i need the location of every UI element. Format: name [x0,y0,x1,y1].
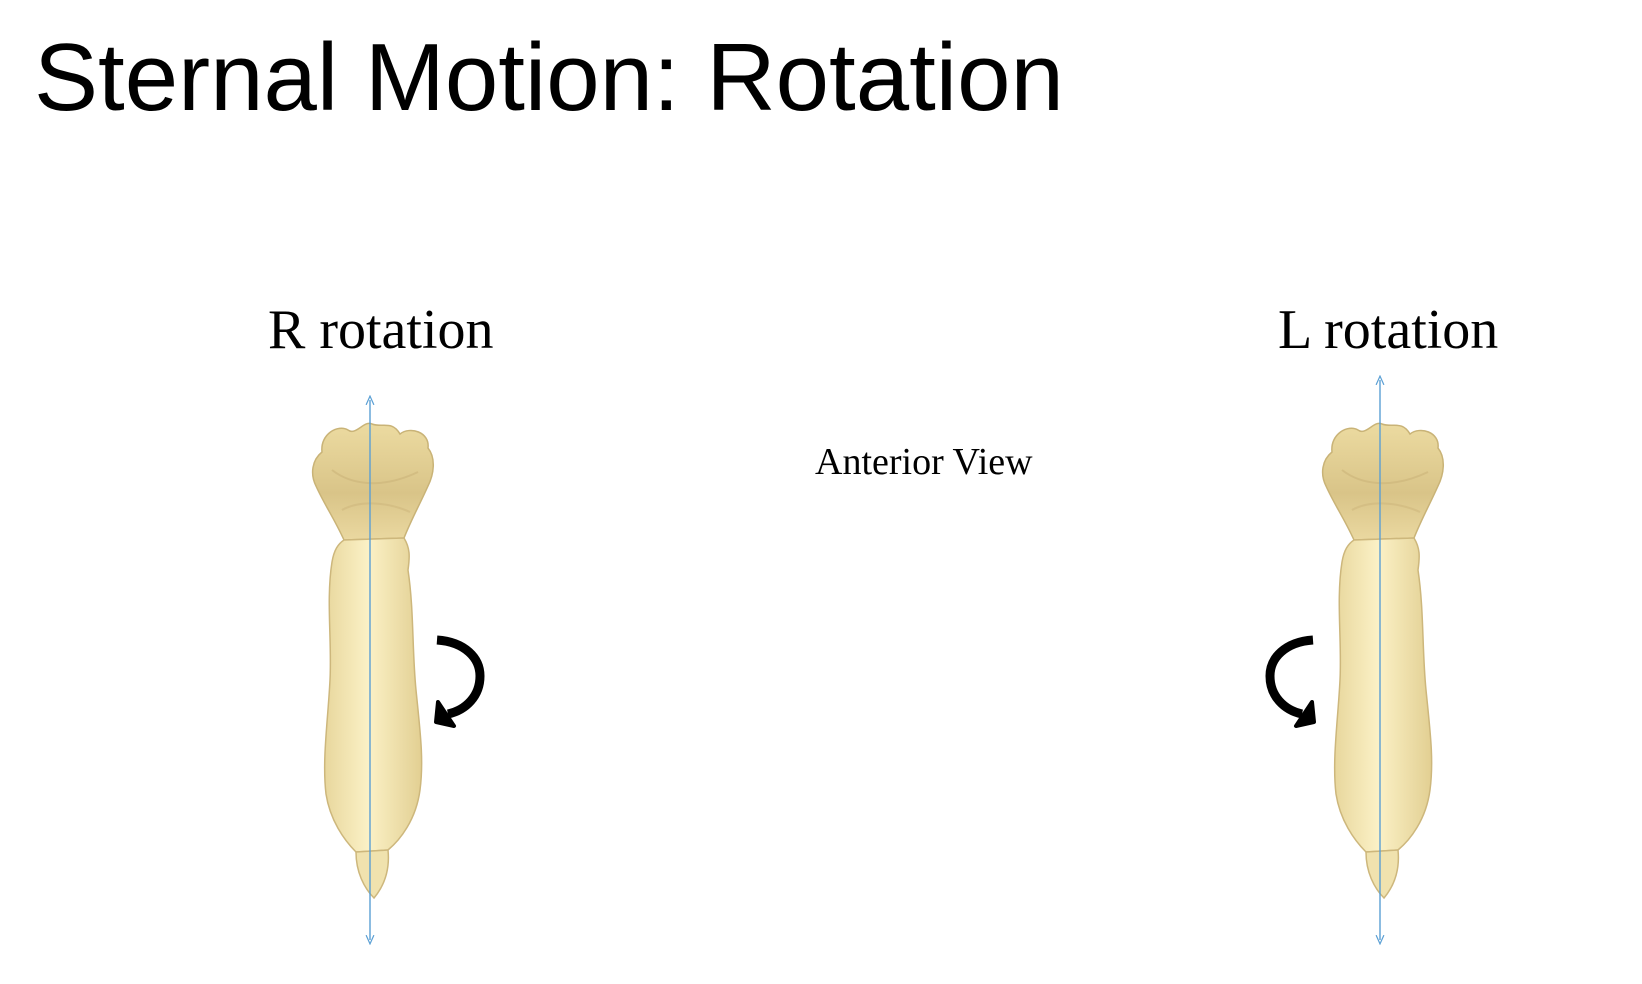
slide-title: Sternal Motion: Rotation [34,24,1064,131]
curved-rotation-arrow-icon [434,635,485,728]
r-rotation-svg [311,400,485,960]
curved-rotation-arrow-icon [1265,635,1316,728]
r-rotation-figure [260,400,520,960]
l-rotation-figure [1265,400,1530,960]
anterior-view-label: Anterior View [815,441,1033,483]
sternum-bone-icon [1321,422,1444,900]
l-rotation-label: L rotation [1278,299,1499,361]
r-rotation-label: R rotation [268,299,494,361]
sternum-bone-icon [311,422,434,900]
l-rotation-svg [1265,400,1444,960]
